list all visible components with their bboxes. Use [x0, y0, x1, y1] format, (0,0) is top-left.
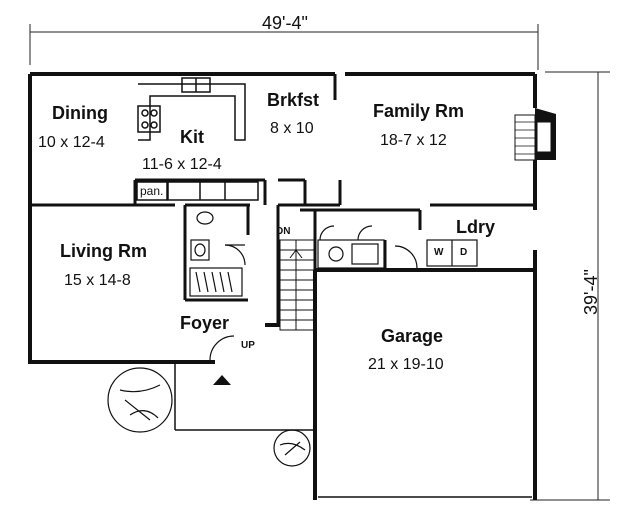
foyer-name: Foyer [180, 313, 230, 333]
stairs [279, 239, 315, 331]
stairs-up-label: UP [241, 340, 255, 351]
breakfast-size: 8 x 10 [270, 120, 314, 137]
washer-label: W [434, 247, 444, 258]
laundry-fixtures [394, 239, 478, 269]
coat-closet [189, 267, 243, 297]
width-dimension-label: 49'-4" [262, 13, 308, 33]
pantry-label: pan. [140, 184, 164, 198]
breakfast-name: Brkfst [267, 90, 320, 110]
dryer-label: D [460, 247, 468, 258]
laundry-name: Ldry [456, 217, 496, 237]
kitchen-size: 11-6 x 12-4 [142, 156, 222, 173]
fireplace [514, 108, 556, 161]
exterior-walls [28, 72, 537, 500]
garage-name: Garage [381, 326, 444, 346]
family-room-size: 18-7 x 12 [380, 132, 447, 149]
utility-fixtures [317, 225, 385, 269]
shrubs [107, 367, 311, 467]
dining-room-name: Dining [52, 103, 108, 123]
living-room-size: 15 x 14-8 [64, 272, 131, 289]
front-porch [174, 362, 315, 431]
front-door [209, 335, 235, 361]
powder-bath [190, 211, 246, 266]
garage-size: 21 x 19-10 [368, 356, 444, 373]
interior-walls [30, 74, 535, 325]
depth-dimension-line [530, 71, 610, 501]
family-room-name: Family Rm [373, 101, 465, 121]
kitchen-name: Kit [180, 127, 204, 147]
kitchen-counters [137, 77, 259, 201]
dining-room-size: 10 x 12-4 [38, 134, 105, 151]
pantry [136, 181, 168, 201]
living-room-name: Living Rm [60, 241, 148, 261]
depth-dimension-label: 39'-4" [581, 269, 601, 315]
width-dimension-line [29, 24, 539, 70]
stairs-down-label: DN [276, 226, 291, 237]
